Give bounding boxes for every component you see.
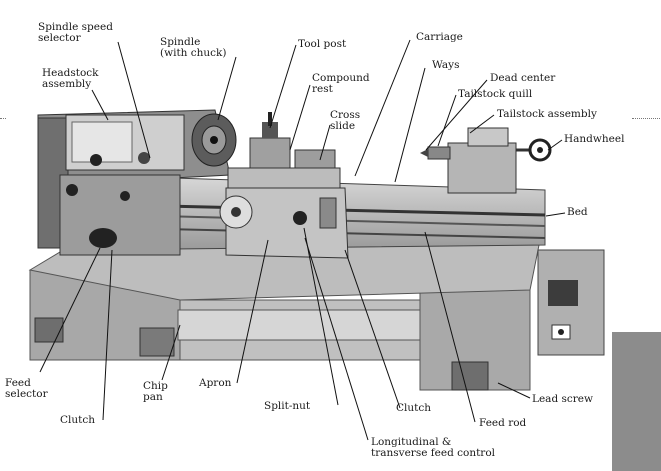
label-spindle: Spindle(with chuck) bbox=[160, 36, 227, 59]
label-tailstock-quill: Tailstock quill bbox=[458, 88, 533, 100]
label-tailstock-assembly: Tailstock assembly bbox=[497, 108, 597, 120]
label-clutch-left: Clutch bbox=[60, 414, 96, 426]
tailstock bbox=[420, 127, 552, 194]
label-dead-center: Dead center bbox=[490, 72, 556, 84]
control-cabinet bbox=[537, 249, 605, 356]
label-lead-screw: Lead screw bbox=[532, 393, 593, 405]
label-tool-post: Tool post bbox=[298, 38, 347, 50]
headstock bbox=[37, 109, 231, 256]
label-longitudinal-feed-control: Longitudinal &transverse feed control bbox=[371, 436, 496, 459]
dotted-rule-left bbox=[0, 118, 6, 119]
carriage bbox=[219, 112, 349, 259]
chuck bbox=[191, 113, 237, 167]
label-ways: Ways bbox=[432, 59, 460, 71]
label-split-nut: Split-nut bbox=[264, 400, 311, 412]
label-carriage: Carriage bbox=[416, 31, 463, 43]
gray-side-panel bbox=[612, 332, 661, 471]
label-apron: Apron bbox=[199, 377, 232, 389]
lathe-base bbox=[28, 239, 541, 391]
label-handwheel: Handwheel bbox=[564, 133, 625, 145]
label-bed: Bed bbox=[567, 206, 588, 218]
leader-lines bbox=[39, 39, 566, 441]
dotted-rule-right bbox=[632, 118, 660, 119]
label-feed-rod: Feed rod bbox=[479, 417, 527, 429]
label-clutch-right: Clutch bbox=[396, 402, 432, 414]
